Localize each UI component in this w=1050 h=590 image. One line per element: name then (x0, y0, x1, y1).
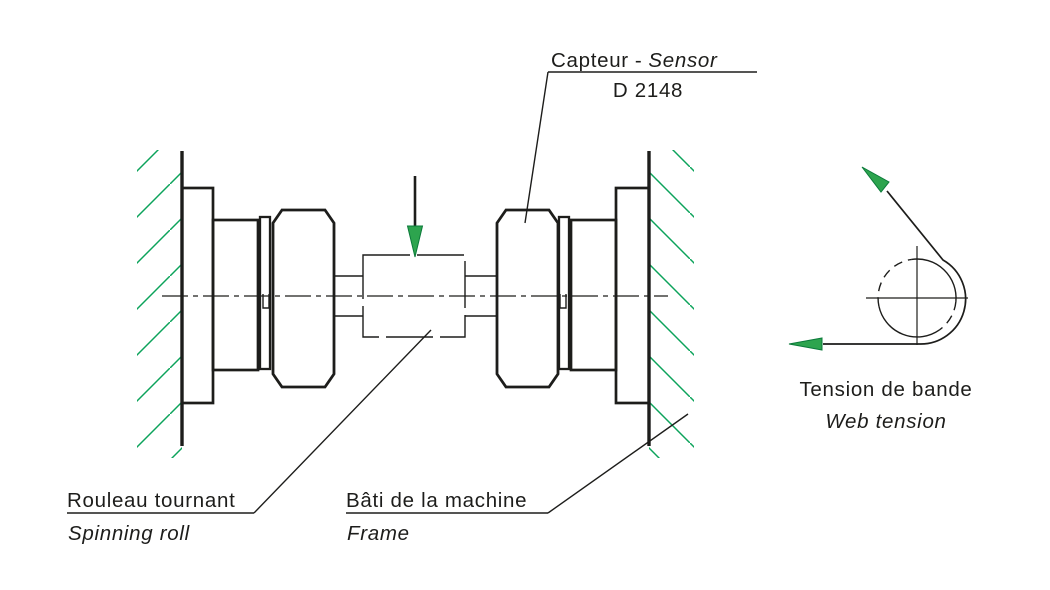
roller-circle-dashed-arc-1 (877, 258, 912, 307)
force-arrowhead (406, 225, 424, 258)
leader-lines (67, 71, 757, 514)
left-wall-hatching (137, 150, 182, 458)
right-bearing-assembly (465, 186, 651, 405)
sensor-leader-line (524, 71, 549, 224)
left-roller-bearing (271, 208, 336, 389)
force-arrow-icon (406, 176, 424, 258)
right-wall-hatching (649, 150, 694, 458)
roller-circle-solid-arc-1 (911, 258, 957, 302)
roller-circle-dashed-arc-2 (938, 301, 957, 331)
web-tension-label-fr: Tension de bande (799, 378, 972, 401)
roller-circle-solid-arc-2 (878, 305, 940, 338)
right-bearing-block (569, 218, 618, 372)
sensor-label-separator: - (635, 49, 643, 72)
left-hub-ring (258, 215, 272, 371)
sensor-label-en: Sensor (648, 49, 718, 72)
frame-label-en: Frame (347, 522, 410, 545)
sensor-label-fr: Capteur (551, 49, 629, 72)
left-bearing-assembly (180, 186, 363, 405)
roll-leader-line (253, 329, 432, 514)
spinning-roll-label-fr: Rouleau tournant (67, 489, 235, 512)
web-tension-label-en: Web tension (825, 410, 946, 433)
right-shaft-groove (559, 294, 567, 309)
right-hub-ring (557, 215, 571, 371)
web-tension-diagram (788, 166, 968, 351)
tension-arrow-up-left-icon (861, 166, 890, 193)
sensor-roller-bearing (495, 208, 560, 389)
sensor-model-number: D 2148 (613, 79, 683, 102)
left-shaft-groove (262, 294, 270, 309)
spinning-roll-label-en: Spinning roll (68, 522, 191, 545)
frame-leader-line (547, 413, 689, 514)
frame-label-fr: Bâti de la machine (346, 489, 527, 512)
tension-arrow-left-icon (788, 337, 823, 351)
spinning-roll-outline (362, 254, 466, 338)
web-wrap-path (823, 190, 967, 345)
annotations: Capteur-Sensor D 2148 Rouleau tournant S… (67, 49, 972, 545)
left-bearing-block (211, 218, 260, 372)
sensor-label: Capteur-Sensor (551, 49, 718, 72)
